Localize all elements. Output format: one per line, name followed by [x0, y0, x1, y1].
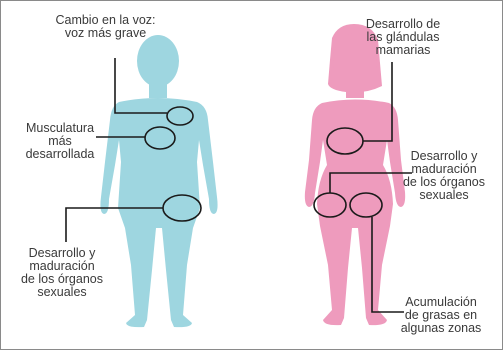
female-fat-label: Acumulación de grasas en algunas zonas	[389, 296, 493, 335]
male-muscle-label: Musculatura más desarrollada	[18, 122, 102, 161]
male-silhouette	[100, 35, 217, 327]
female-body	[305, 100, 405, 326]
female-breast-label: Desarrollo de las glándulas mamarias	[342, 18, 464, 57]
male-organs-label: Desarrollo y maduración de los órganos s…	[14, 247, 110, 299]
male-voice-label: Cambio en la voz: voz más grave	[18, 14, 193, 40]
female-organs-label: Desarrollo y maduración de los órganos s…	[389, 150, 499, 202]
male-neck	[149, 82, 167, 98]
female-neck	[346, 84, 364, 98]
male-head	[137, 35, 179, 87]
